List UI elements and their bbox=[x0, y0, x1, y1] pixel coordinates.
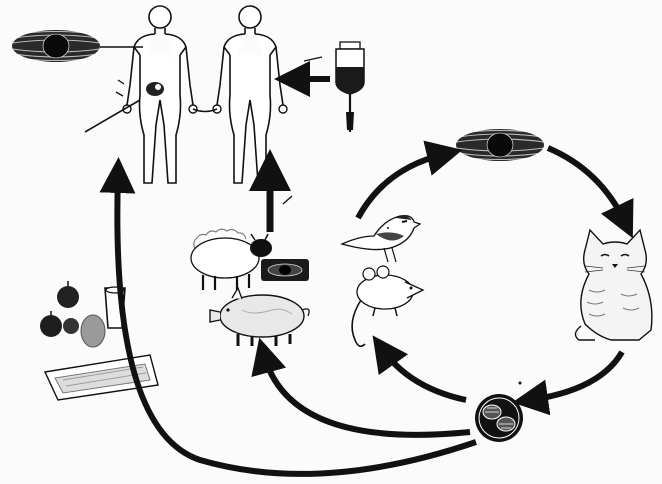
tissue-cyst-top-right-icon bbox=[456, 129, 544, 161]
blood-bag-icon bbox=[336, 42, 364, 132]
tissue-cyst-meat-icon bbox=[261, 259, 309, 281]
human-transfusion-figure bbox=[213, 6, 287, 183]
arrow-dash-mark bbox=[304, 57, 322, 61]
arrow-cat-to-oocyst bbox=[530, 352, 622, 400]
tissue-cyst-icon bbox=[12, 30, 100, 62]
arrow-bird-to-cyst bbox=[358, 154, 445, 218]
oocyst-icon bbox=[475, 394, 523, 442]
pig-icon bbox=[210, 288, 309, 346]
arrow-cyst-to-cat bbox=[548, 148, 625, 222]
human-with-tissue-cyst-figure bbox=[123, 6, 197, 183]
fruit-icon bbox=[40, 281, 105, 347]
sheep-icon bbox=[191, 229, 272, 290]
mouse-icon bbox=[352, 266, 423, 346]
needle-icon bbox=[85, 100, 140, 132]
cat-icon bbox=[575, 230, 651, 340]
arrow-oocyst-to-mouse bbox=[383, 350, 466, 400]
arrow-tick-mark bbox=[283, 196, 292, 204]
needle-marks bbox=[116, 80, 124, 96]
bird-icon bbox=[342, 215, 420, 262]
